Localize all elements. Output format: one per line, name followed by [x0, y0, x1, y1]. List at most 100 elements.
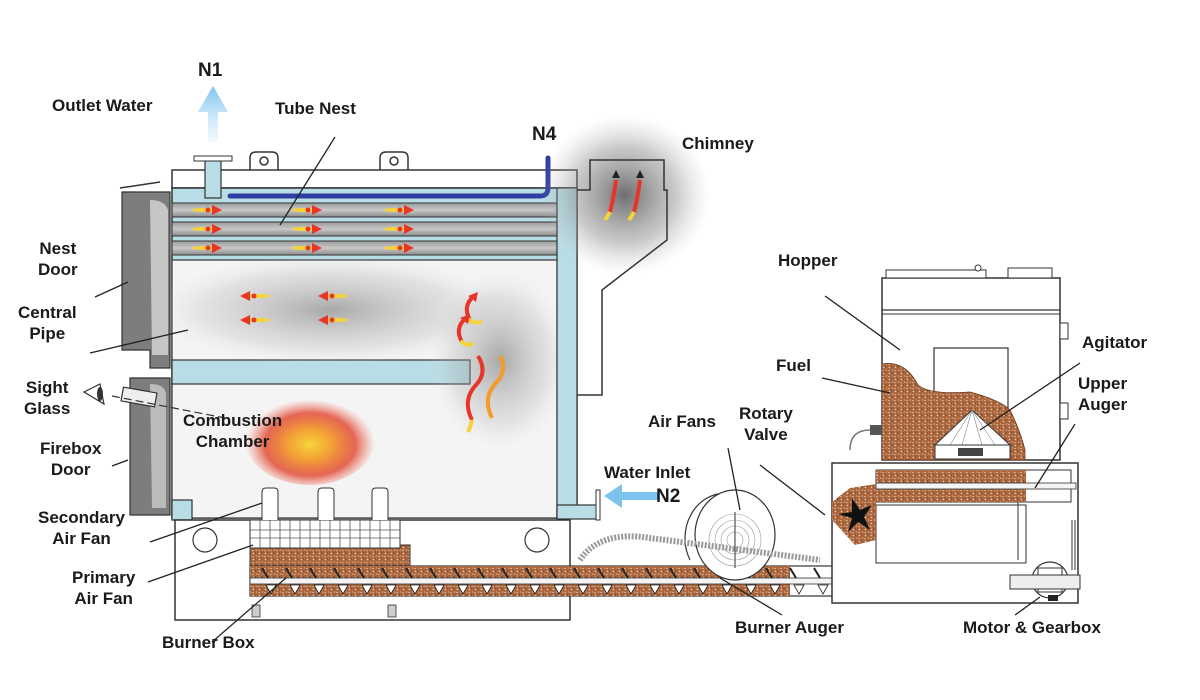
- auger-flight: [597, 567, 605, 579]
- hopper: [849, 264, 1069, 461]
- rising-flow-arrows: [150, 252, 506, 433]
- auger-flight: [649, 584, 661, 595]
- auger-flight: [765, 567, 773, 579]
- nest-door: [119, 181, 171, 369]
- auger-flight: [793, 584, 805, 595]
- auger-flight: [481, 584, 493, 595]
- label-sight-glass-line1: Sight: [25, 378, 69, 397]
- label-sight-glass-line2: Glass: [24, 399, 71, 418]
- auger-flight: [669, 567, 677, 579]
- outlet-water-arrow: [198, 86, 228, 142]
- auger-flight: [721, 584, 733, 595]
- auger-flight: [625, 584, 637, 595]
- label-burner-auger: Burner Auger: [735, 618, 844, 637]
- auger-flight: [357, 567, 365, 579]
- label-upper-auger-line1: Upper: [1078, 374, 1128, 393]
- auger-flight: [313, 584, 325, 595]
- auger-flight: [285, 567, 293, 579]
- n1-outlet-nozzle: [193, 155, 233, 199]
- label-secondary-air-fan-line2: Air Fan: [52, 529, 111, 548]
- rotary-valve-rotor: [838, 498, 872, 532]
- label-central-pipe-line1: Central: [18, 303, 77, 322]
- upper-auger-frame: [831, 462, 1081, 604]
- auger-flight: [813, 567, 821, 579]
- tube-nest: [171, 202, 578, 256]
- label-agitator: Agitator: [1082, 333, 1148, 352]
- auger-flight: [289, 584, 301, 595]
- label-primary-air-fan: Primary Air Fan: [72, 567, 135, 609]
- auger-flight: [817, 584, 829, 595]
- boiler-body: [150, 151, 601, 521]
- auger-flight: [529, 584, 541, 595]
- auger-flight: [577, 584, 589, 595]
- leader-lines: [89, 136, 1081, 643]
- auger-flight: [453, 567, 461, 579]
- label-combustion-chamber-line2: Chamber: [195, 432, 270, 451]
- label-hopper: Hopper: [778, 251, 838, 270]
- label-n4: N4: [532, 124, 557, 145]
- label-firebox-door-line1: Firebox: [40, 439, 102, 458]
- label-n2: N2: [656, 486, 681, 507]
- label-combustion-chamber-line1: Combustion: [183, 411, 283, 430]
- auger-flight: [477, 567, 485, 579]
- water-inlet-arrow: [604, 484, 660, 508]
- auger-flight: [457, 584, 469, 595]
- auger-flight: [429, 567, 437, 579]
- auger-flight: [525, 567, 533, 579]
- firebox-door: [129, 377, 171, 516]
- auger-flight: [501, 567, 509, 579]
- label-water-inlet: Water Inlet: [604, 463, 691, 482]
- auger-flight: [697, 584, 709, 595]
- label-outlet-water: Outlet Water: [52, 96, 153, 115]
- auger-flight: [361, 584, 373, 595]
- auger-flight: [769, 584, 781, 595]
- label-rotary-valve-line2: Valve: [744, 425, 788, 444]
- label-n1: N1: [198, 60, 223, 81]
- label-rotary-valve-line1: Rotary: [739, 404, 793, 423]
- auger-flight: [573, 567, 581, 579]
- label-firebox-door-line2: Door: [50, 460, 91, 479]
- auger-flight: [745, 584, 757, 595]
- auger-flight: [309, 567, 317, 579]
- auger-flight: [409, 584, 421, 595]
- auger-flight: [505, 584, 517, 595]
- auger-flight: [645, 567, 653, 579]
- label-nest-door: Nest Door: [38, 238, 78, 280]
- auger-flight: [381, 567, 389, 579]
- auger-flight: [385, 584, 397, 595]
- auger-flight: [553, 584, 565, 595]
- label-burner-box: Burner Box: [162, 633, 255, 652]
- label-fuel: Fuel: [776, 356, 811, 375]
- auger-flight: [789, 567, 797, 579]
- label-tube-nest: Tube Nest: [275, 99, 356, 118]
- lifting-lug-1: [249, 151, 279, 170]
- label-upper-auger: Upper Auger: [1078, 373, 1127, 415]
- label-motor-gearbox: Motor & Gearbox: [963, 618, 1101, 637]
- auger-flight: [673, 584, 685, 595]
- label-central-pipe-line2: Pipe: [29, 324, 66, 343]
- auger-flight: [405, 567, 413, 579]
- label-secondary-air-fan-line1: Secondary: [38, 508, 125, 527]
- label-upper-auger-line2: Auger: [1078, 395, 1128, 414]
- label-firebox-door: Firebox Door: [40, 438, 101, 480]
- label-primary-air-fan-line2: Air Fan: [74, 589, 133, 608]
- sight-glass: [82, 383, 226, 419]
- auger-flight: [621, 567, 629, 579]
- auger-flight: [333, 567, 341, 579]
- label-central-pipe: Central Pipe: [18, 302, 77, 344]
- auger-flight: [337, 584, 349, 595]
- label-nest-door-line1: Nest: [39, 239, 77, 258]
- air-fan: [577, 489, 821, 581]
- label-combustion-chamber: Combustion Chamber: [183, 410, 282, 452]
- chimney: [540, 115, 710, 396]
- label-sight-glass: Sight Glass: [24, 377, 70, 419]
- label-nest-door-line2: Door: [38, 260, 78, 279]
- auger-flight: [601, 584, 613, 595]
- label-primary-air-fan-line1: Primary: [72, 568, 136, 587]
- label-chimney: Chimney: [682, 134, 754, 153]
- auger-flight: [693, 567, 701, 579]
- auger-flight: [549, 567, 557, 579]
- label-rotary-valve: Rotary Valve: [739, 403, 793, 445]
- auger-flight: [433, 584, 445, 595]
